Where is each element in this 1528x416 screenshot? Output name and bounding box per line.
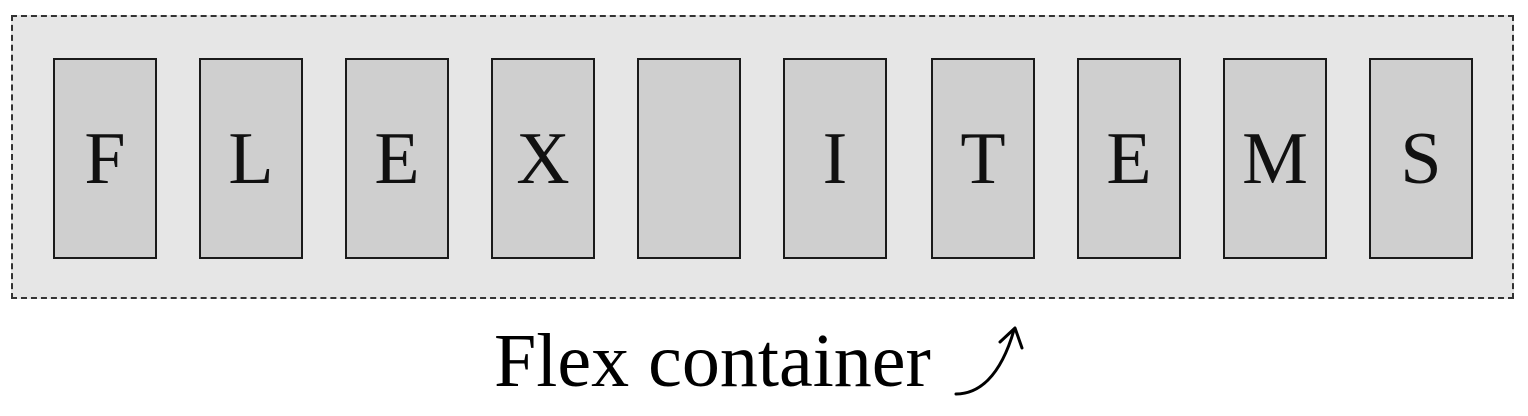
flex-item-2: L xyxy=(199,58,303,259)
container-caption: Flex container xyxy=(494,319,931,403)
flex-item-1: F xyxy=(53,58,157,259)
flex-item-9: M xyxy=(1223,58,1327,259)
flex-item-3: E xyxy=(345,58,449,259)
flex-item-7: T xyxy=(931,58,1035,259)
flex-item-5 xyxy=(637,58,741,259)
flex-container: F L E X I T E M S xyxy=(11,15,1514,299)
curved-arrow-up-right-icon xyxy=(954,326,1024,396)
flex-item-4: X xyxy=(491,58,595,259)
flex-item-6: I xyxy=(783,58,887,259)
flex-item-8: E xyxy=(1077,58,1181,259)
flex-item-10: S xyxy=(1369,58,1473,259)
